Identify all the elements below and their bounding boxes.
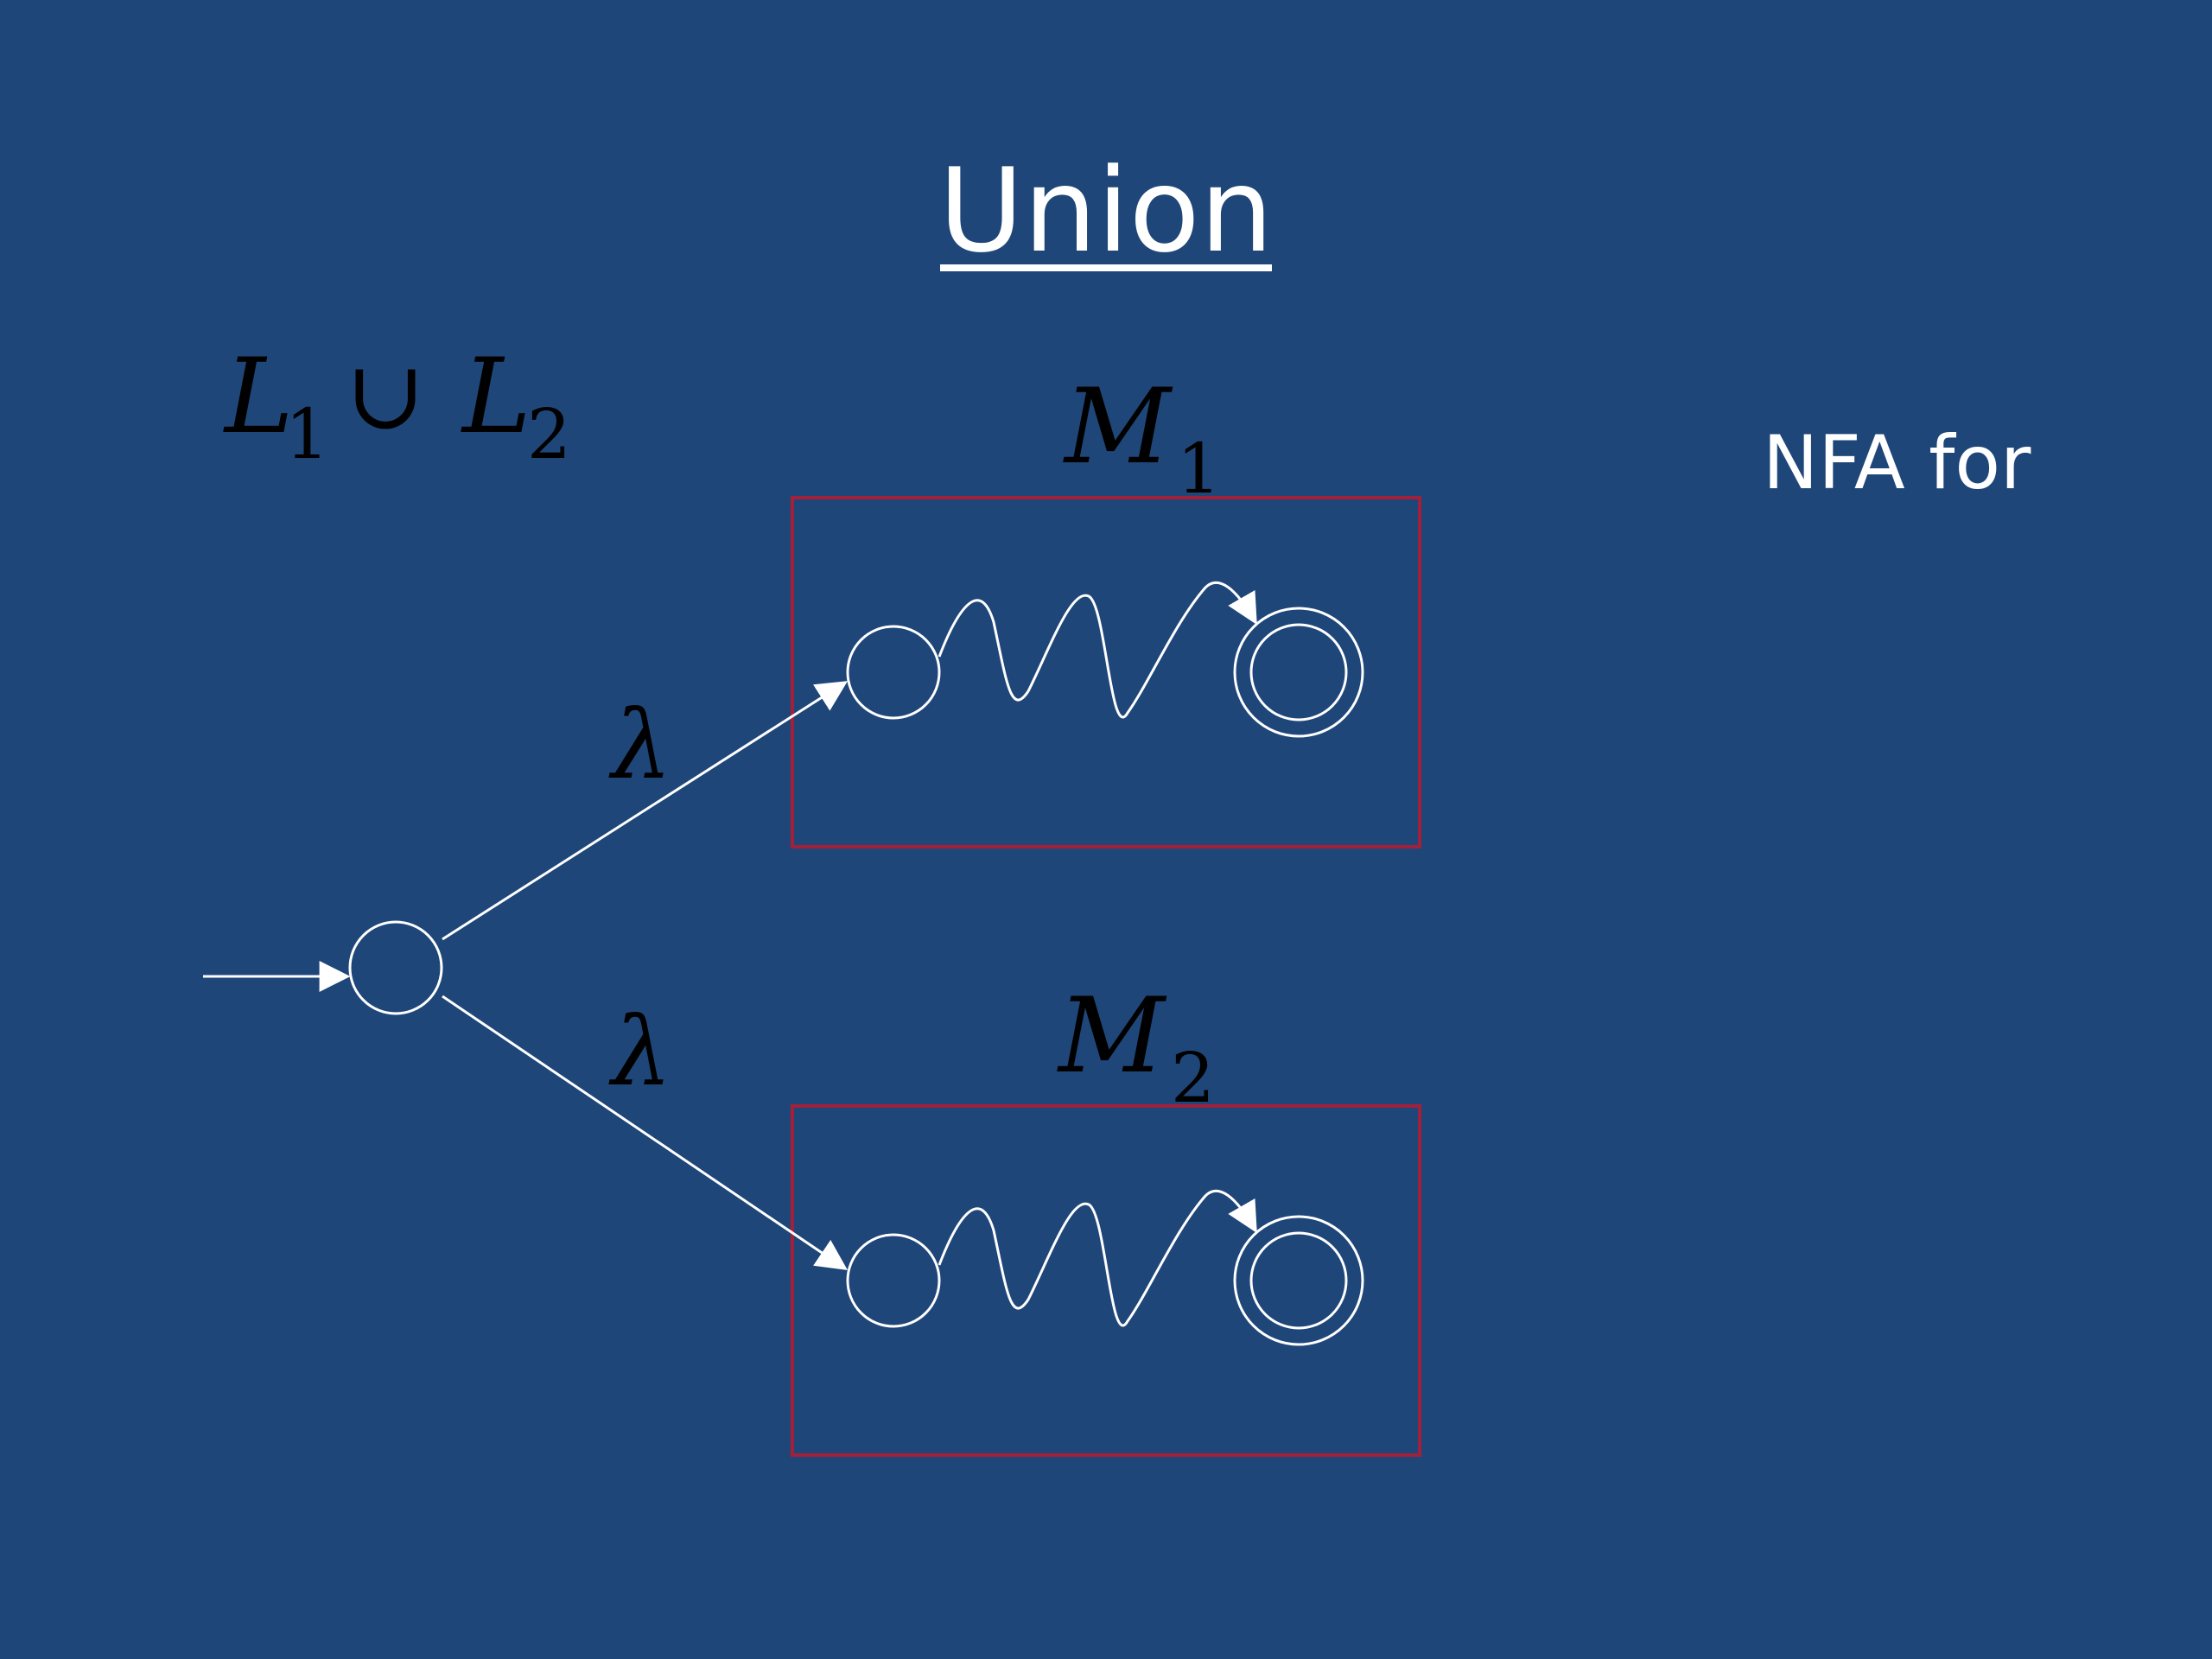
m2-symbol: M — [1057, 976, 1167, 1096]
lambda-label-bottom: λ — [608, 996, 672, 1107]
lambda-transition-bottom — [442, 995, 848, 1271]
machine-label-m1: M 1 — [1063, 367, 1221, 509]
m1-accept-state-inner — [1249, 623, 1348, 721]
m1-start-state — [846, 625, 941, 720]
slide-title: Union — [938, 143, 1273, 278]
formula-l2-subscript: 2 — [527, 394, 571, 474]
m2-start-state — [846, 1233, 941, 1328]
m1-subscript: 1 — [1177, 429, 1221, 509]
union-formula: L 1 ∪ L 2 — [223, 337, 571, 474]
m2-accept-state-inner — [1249, 1231, 1348, 1330]
machine-m1 — [846, 581, 1364, 738]
m1-squiggle-path — [938, 581, 1257, 719]
m2-squiggle-path — [938, 1189, 1257, 1327]
machine-label-m2: M 2 — [1057, 976, 1215, 1118]
m2-accept-state-outer — [1233, 1215, 1364, 1346]
lambda-transition-top — [442, 681, 849, 941]
machine-box-m2 — [791, 1104, 1421, 1457]
formula-l1-subscript: 1 — [285, 394, 329, 474]
union-operator: ∪ — [346, 340, 425, 450]
m1-accept-state-outer — [1233, 607, 1364, 738]
m1-symbol: M — [1063, 367, 1173, 487]
lambda-label-top: λ — [608, 690, 672, 800]
machine-m2 — [846, 1189, 1364, 1346]
formula-l2: L — [461, 337, 531, 457]
formula-l1: L — [223, 337, 294, 457]
machine-box-m1 — [791, 496, 1421, 849]
initial-state — [348, 920, 443, 1015]
side-label: NFA for — [1763, 420, 2031, 506]
